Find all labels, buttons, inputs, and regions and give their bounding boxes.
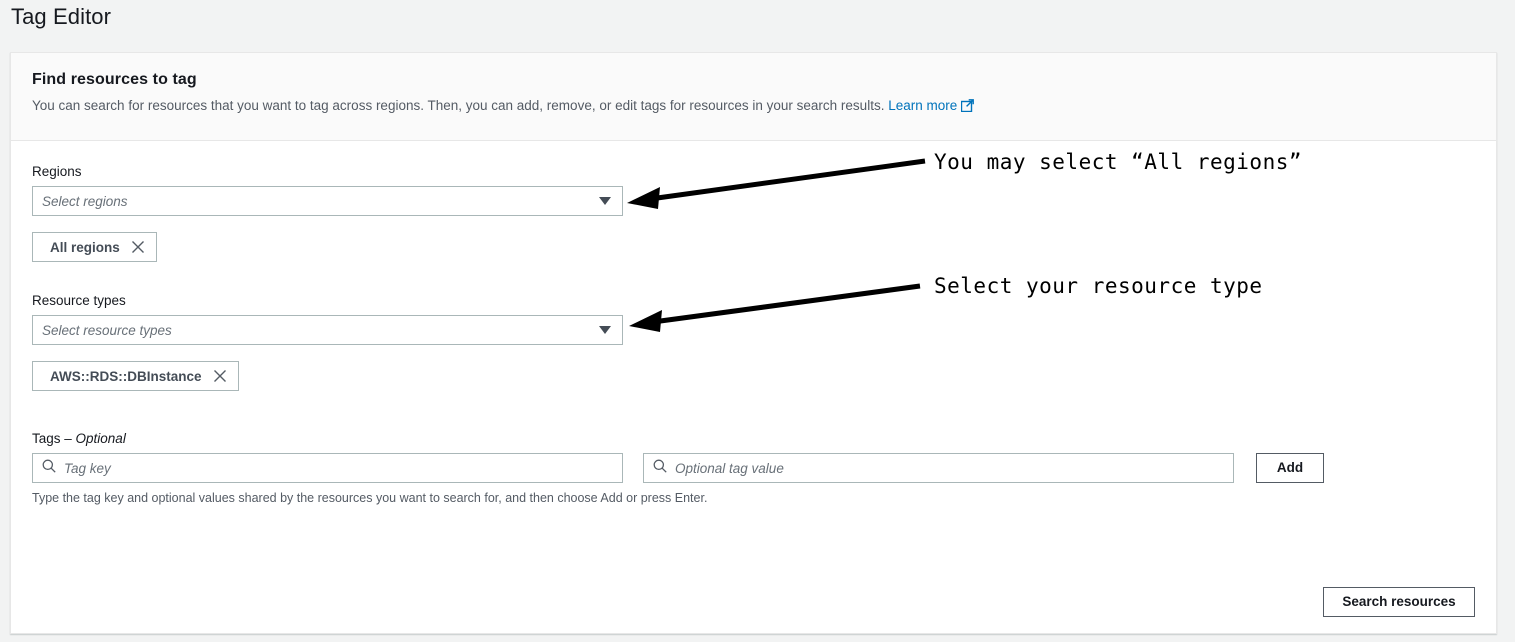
tags-hint: Type the tag key and optional values sha… [32, 491, 708, 505]
tags-label: Tags – Optional [32, 430, 1475, 448]
panel-description-text: You can search for resources that you wa… [32, 98, 885, 113]
search-resources-button[interactable]: Search resources [1323, 587, 1475, 617]
token-label: AWS::RDS::DBInstance [50, 368, 202, 384]
find-resources-panel: Find resources to tag You can search for… [10, 52, 1497, 634]
external-link-icon [961, 99, 975, 117]
chevron-down-icon [599, 197, 611, 205]
chevron-down-icon [599, 326, 611, 334]
tag-value-placeholder: Optional tag value [675, 460, 784, 476]
learn-more-label: Learn more [888, 98, 958, 113]
panel-description: You can search for resources that you wa… [32, 97, 1475, 117]
regions-select[interactable]: Select regions [32, 186, 623, 216]
tag-key-field[interactable]: Tag key [32, 453, 623, 483]
panel-heading: Find resources to tag [32, 71, 197, 88]
resource-types-token-list: AWS::RDS::DBInstance [32, 361, 1475, 391]
resource-types-label: Resource types [32, 293, 126, 308]
regions-token-list: All regions [32, 232, 1475, 262]
tag-key-placeholder: Tag key [64, 460, 111, 476]
tag-value-field[interactable]: Optional tag value [643, 453, 1234, 483]
token-label: All regions [50, 239, 120, 255]
close-icon[interactable] [131, 240, 145, 254]
regions-select-placeholder: Select regions [42, 193, 128, 209]
spacer-regions [32, 262, 1475, 292]
resource-types-select-placeholder: Select resource types [42, 322, 172, 338]
token-aws-rds-dbinstance: AWS::RDS::DBInstance [32, 361, 239, 391]
page-title: Tag Editor [11, 4, 112, 29]
search-icon [42, 459, 56, 478]
regions-label: Regions [32, 164, 82, 179]
tags-label-optional: Optional [75, 431, 126, 446]
token-all-regions: All regions [32, 232, 157, 262]
close-icon[interactable] [213, 369, 227, 383]
resource-types-select[interactable]: Select resource types [32, 315, 623, 345]
spacer-resource-types [32, 391, 1475, 430]
add-tag-button[interactable]: Add [1256, 453, 1324, 483]
panel-body: Regions Select regions All regions Resou… [11, 141, 1496, 634]
tags-input-row: Tag key Optional tag value Add [32, 453, 1475, 483]
panel-header: Find resources to tag You can search for… [11, 53, 1496, 141]
search-icon [653, 459, 667, 478]
learn-more-link[interactable]: Learn more [888, 98, 975, 113]
panel-footer-actions: Search resources [1323, 587, 1475, 617]
tags-label-main: Tags – [32, 431, 76, 446]
